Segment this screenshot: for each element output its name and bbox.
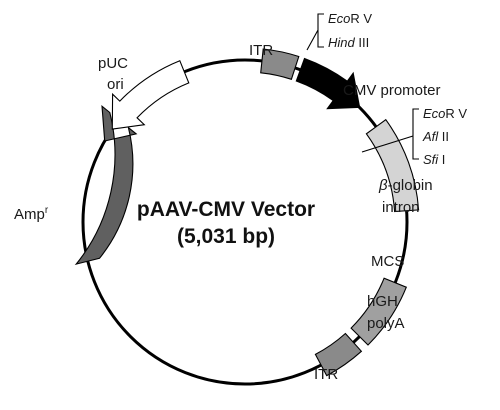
ampr-label: Ampr (14, 205, 49, 223)
right-sfii-rest: I (438, 152, 445, 167)
top-hindiii-italic: Hind (328, 35, 356, 50)
ampr-superscript: r (45, 205, 49, 216)
beta-globin-label: β-globin (378, 177, 433, 194)
plasmid-name: pAAV-CMV Vector (137, 198, 315, 221)
itr-bottom-segment (314, 332, 363, 377)
top-sites-bracket (306, 13, 324, 51)
puc-ori-arrow (111, 59, 190, 130)
right-aflii-italic: Afl (422, 129, 439, 144)
puc-label: pUC (98, 55, 128, 72)
mcs-label: MCS (371, 253, 404, 270)
ampr-arrow (74, 104, 138, 266)
plasmid-backbone (81, 58, 409, 386)
ampr-base-text: Amp (14, 206, 45, 223)
right-site-ecorv: EcoR V (423, 106, 467, 121)
cmv-promoter-arrow (295, 57, 361, 110)
ori-label: ori (107, 76, 124, 93)
right-sfii-italic: Sfi (423, 152, 439, 167)
right-aflii-rest: II (438, 129, 449, 144)
itr-left-segment (260, 48, 300, 80)
right-site-aflii: Afl II (422, 129, 449, 144)
right-sites-bracket (361, 108, 419, 160)
hgh-polya-segment (350, 277, 408, 346)
beta-symbol: β (378, 177, 388, 194)
right-site-sfii: Sfi I (423, 152, 445, 167)
beta-globin-intron-segment (365, 118, 420, 213)
top-site-ecorv: EcoR V (328, 11, 372, 26)
top-site-hindiii: Hind III (328, 35, 369, 50)
itr-left-label: ITR (249, 42, 273, 59)
plasmid-size: (5,031 bp) (177, 225, 275, 248)
right-ecorv-rest: R V (445, 106, 467, 121)
intron-label: intron (382, 199, 420, 216)
polya-label: polyA (367, 315, 405, 332)
cmv-promoter-label: CMV promoter (343, 82, 441, 99)
top-hindiii-rest: III (355, 35, 369, 50)
itr-bottom-label: ITR (314, 366, 338, 383)
hgh-label: hGH (367, 293, 398, 310)
right-ecorv-italic: Eco (423, 106, 445, 121)
top-ecorv-rest: R V (350, 11, 372, 26)
beta-globin-rest: -globin (388, 177, 433, 194)
top-ecorv-italic: Eco (328, 11, 350, 26)
